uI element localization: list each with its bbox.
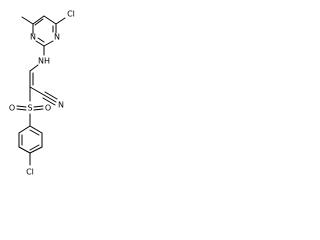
bond-c4-c5 — [43, 15, 57, 25]
atom-label-nh: NH — [38, 57, 50, 66]
bond-ar-4-inner — [29, 144, 40, 151]
pyrimidine-ring — [32, 15, 57, 47]
chlorophenyl-ring — [18, 125, 43, 154]
bond-cn-triple-3 — [42, 97, 56, 106]
bond-c2-n3 — [43, 40, 54, 47]
atom-label-n-ring-lower: N — [30, 33, 36, 42]
bond-c5-c6 — [32, 15, 45, 25]
bond-c-cn — [29, 86, 45, 96]
bond-c6-methyl — [21, 16, 34, 25]
atom-label-n-nitrile: N — [58, 101, 64, 110]
bond-c5-c6-inner — [34, 18, 44, 26]
atom-label-s: S — [27, 104, 32, 113]
bond-n1-c2-inner — [37, 37, 45, 43]
atom-label-cl-top: Cl — [67, 10, 75, 19]
bond-s-o-left-2 — [16, 108, 27, 111]
bond-cn-triple-1 — [43, 94, 57, 103]
bond-ar-6 — [29, 125, 43, 134]
bond-ar-6-inner — [29, 129, 40, 136]
atom-label-o-right: O — [45, 104, 51, 113]
bond-s-o-right-1 — [33, 105, 44, 108]
bond-s-o-right-2 — [33, 108, 44, 111]
bond-n1-c2 — [35, 40, 45, 47]
atom-label-o-left: O — [9, 104, 15, 113]
atom-label-n-ring-upper: N — [54, 33, 60, 42]
bond-ar-1 — [18, 125, 31, 134]
bond-cn-triple-2 — [44, 91, 58, 100]
atom-label-cl-bottom: Cl — [26, 168, 34, 177]
structure-diagram: Cl N N NH N S O O Cl — [9, 10, 75, 177]
bond-ar-4 — [29, 146, 43, 154]
bond-nh-ch — [29, 64, 39, 72]
bond-c4-cl — [55, 17, 66, 25]
bond-s-o-left-1 — [16, 105, 27, 108]
bond-ar-3 — [18, 146, 31, 154]
